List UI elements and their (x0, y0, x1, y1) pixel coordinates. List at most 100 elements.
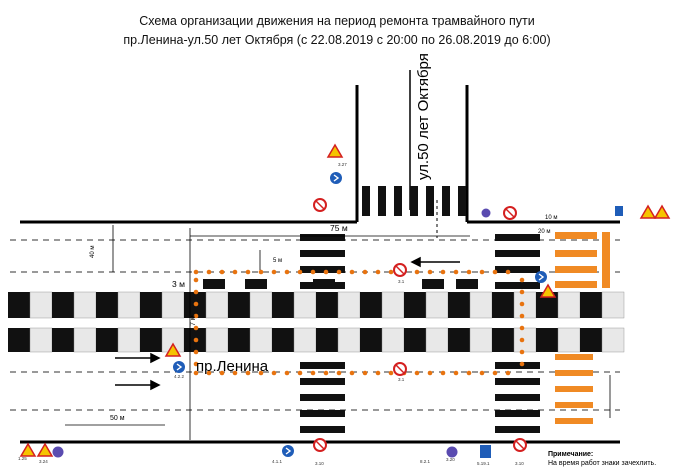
vehicles (203, 279, 478, 289)
sign-code-label: 3.1 (398, 279, 405, 284)
sign-code-label: 3.24 (39, 459, 48, 464)
cone (349, 269, 355, 275)
crosswalks (300, 186, 540, 433)
road-works-sign (19, 442, 37, 457)
cone (375, 269, 381, 275)
track-gap (205, 327, 229, 353)
cone (388, 370, 394, 376)
cone (519, 313, 525, 319)
cone (375, 370, 381, 376)
cone (245, 370, 251, 376)
track-gap (293, 327, 317, 353)
road-works-sign (36, 442, 54, 457)
track-gap (73, 327, 97, 353)
cone (193, 313, 199, 319)
track-gap (381, 327, 405, 353)
no-entry-sign-slash (395, 364, 405, 374)
track-gap (557, 327, 581, 353)
track-block (448, 292, 470, 318)
cone (193, 289, 199, 295)
cone (453, 370, 459, 376)
track-gap (29, 291, 53, 319)
track-block (580, 292, 602, 318)
cone (193, 269, 199, 275)
dim-50: 50 м (110, 415, 125, 422)
dim-5: 5 м (273, 258, 282, 264)
track-block (8, 292, 30, 318)
track-gap (557, 291, 581, 319)
cone (297, 269, 303, 275)
track-block (52, 328, 74, 352)
track-gap (513, 327, 537, 353)
cone (258, 370, 264, 376)
track-gap (249, 291, 273, 319)
cone (219, 269, 225, 275)
track-gap (337, 291, 361, 319)
track-block (272, 328, 294, 352)
zebra-stripe (495, 362, 540, 369)
cone (349, 370, 355, 376)
cone (440, 370, 446, 376)
sign-code-label: 3.1 (398, 377, 405, 382)
cone (193, 361, 199, 367)
pedestrian-crossing-sign (480, 445, 491, 458)
sign-code-label: 3.10 (515, 461, 524, 466)
vehicle-icon (245, 279, 267, 289)
zebra-stripe (495, 250, 540, 257)
no-stopping-sign-slash (505, 208, 515, 218)
sign-code-label: 4.1.1 (272, 459, 283, 464)
sign-code-label: 8.2.1 (420, 459, 431, 464)
direction-sign (535, 271, 547, 283)
cone (519, 301, 525, 307)
cone (362, 269, 368, 275)
zebra-stripe (458, 186, 466, 216)
zebra-stripe (300, 426, 345, 433)
track-gap (29, 327, 53, 353)
cone (271, 370, 277, 376)
track-block (316, 328, 338, 352)
track-gap (117, 291, 141, 319)
cone (440, 269, 446, 275)
track-block (8, 328, 30, 352)
road-works-sign (539, 283, 557, 298)
track-block (228, 328, 250, 352)
cone (232, 370, 238, 376)
cone (193, 277, 199, 283)
zebra-stripe (378, 186, 386, 216)
cone (284, 370, 290, 376)
cone (519, 277, 525, 283)
track-gap (601, 327, 625, 353)
cone (479, 370, 485, 376)
cone (492, 269, 498, 275)
cone (519, 361, 525, 367)
direction-sign-arrow (176, 363, 183, 371)
road-works-sign (164, 342, 182, 357)
track-block (96, 292, 118, 318)
cone (362, 370, 368, 376)
track-block (448, 328, 470, 352)
cone (232, 269, 238, 275)
cone (206, 269, 212, 275)
zebra-stripe (410, 186, 418, 216)
zebra-stripe (495, 282, 540, 289)
track-block (492, 292, 514, 318)
track-gap (117, 327, 141, 353)
track-block (272, 292, 294, 318)
track-block (140, 328, 162, 352)
direction-sign-arrow (333, 174, 340, 182)
cone (479, 269, 485, 275)
vehicle-icon (456, 279, 478, 289)
vehicle-icon (422, 279, 444, 289)
direction-sign (282, 445, 294, 457)
cone (505, 370, 511, 376)
cone (519, 289, 525, 295)
dim-3: 3 м (172, 279, 185, 289)
zebra-stripe (495, 234, 540, 241)
cone (258, 269, 264, 275)
cone (323, 269, 329, 275)
direction-sign-arrow (285, 447, 292, 455)
cone (323, 370, 329, 376)
track-gap (381, 291, 405, 319)
